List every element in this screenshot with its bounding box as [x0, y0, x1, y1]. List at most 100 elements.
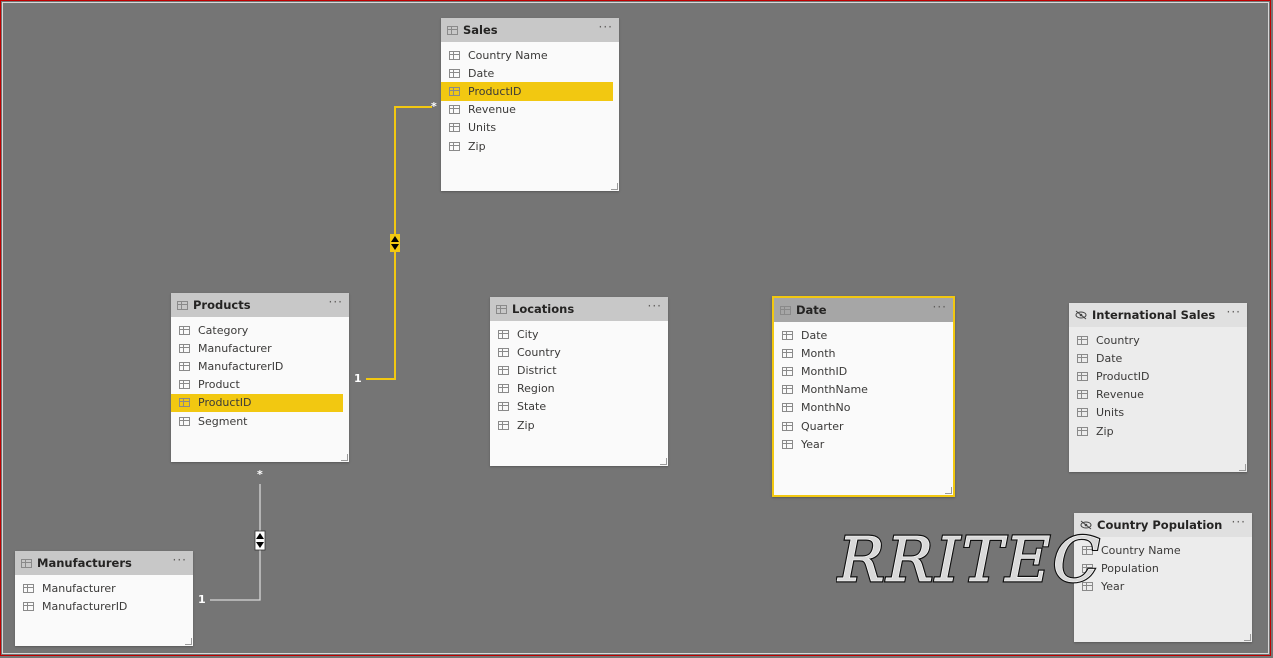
field-row[interactable]: Country: [490, 343, 668, 361]
table-card-locations[interactable]: Locations ··· City Country District Regi…: [490, 297, 668, 466]
table-grid-icon: [449, 68, 460, 78]
field-label: State: [517, 400, 547, 414]
field-row[interactable]: Country: [1069, 331, 1247, 349]
field-row[interactable]: Population: [1074, 559, 1252, 577]
field-row[interactable]: Country Name: [441, 46, 619, 64]
table-card-sales[interactable]: Sales ··· Country Name Date ProductID Re…: [441, 18, 619, 191]
field-label: Manufacturer: [42, 581, 116, 595]
field-label: Year: [1101, 579, 1125, 593]
relationship-manufacturers-products[interactable]: [210, 484, 261, 601]
field-row[interactable]: City: [490, 325, 668, 343]
field-row[interactable]: ManufacturerID: [15, 597, 193, 615]
table-grid-icon: [449, 86, 460, 96]
field-row[interactable]: Revenue: [441, 101, 619, 119]
field-row[interactable]: Zip: [1069, 422, 1247, 440]
more-options-icon[interactable]: ···: [598, 20, 613, 34]
table-header-country-population[interactable]: Country Population ···: [1074, 513, 1252, 537]
table-grid-icon: [179, 361, 190, 371]
table-header-date[interactable]: Date ···: [774, 298, 953, 322]
table-card-date[interactable]: Date ··· Date Month MonthID MonthName Mo…: [772, 296, 955, 497]
field-label: Zip: [468, 139, 486, 153]
field-row[interactable]: District: [490, 361, 668, 379]
table-title: Manufacturers: [37, 556, 132, 570]
field-label: Population: [1101, 561, 1159, 575]
resize-handle[interactable]: [185, 638, 192, 645]
field-row[interactable]: Manufacturer: [171, 339, 349, 357]
field-row[interactable]: Year: [1074, 577, 1252, 595]
field-row[interactable]: ProductID: [1069, 367, 1247, 385]
table-title: Date: [796, 303, 827, 317]
field-row[interactable]: Zip: [490, 416, 668, 434]
table-header-international-sales[interactable]: International Sales ···: [1069, 303, 1247, 327]
table-card-country-population[interactable]: Country Population ··· Country Name Popu…: [1074, 513, 1252, 642]
field-row[interactable]: ManufacturerID: [171, 357, 349, 375]
field-row[interactable]: Year: [774, 435, 953, 453]
field-row[interactable]: MonthNo: [774, 399, 953, 417]
table-grid-icon: [496, 304, 507, 314]
field-row[interactable]: MonthName: [774, 381, 953, 399]
table-grid-icon: [498, 329, 509, 339]
field-label: Quarter: [801, 419, 844, 433]
resize-handle[interactable]: [660, 458, 667, 465]
field-label: Revenue: [468, 103, 516, 117]
table-title: Products: [193, 298, 251, 312]
table-grid-icon: [498, 402, 509, 412]
field-row[interactable]: Date: [1069, 349, 1247, 367]
table-grid-icon: [447, 25, 458, 35]
field-label: ProductID: [198, 396, 252, 410]
field-row[interactable]: Quarter: [774, 417, 953, 435]
field-row[interactable]: Date: [441, 64, 619, 82]
table-card-manufacturers[interactable]: Manufacturers ··· Manufacturer Manufactu…: [15, 551, 193, 646]
table-grid-icon: [1082, 563, 1093, 573]
table-grid-icon: [780, 305, 791, 315]
more-options-icon[interactable]: ···: [172, 553, 187, 567]
resize-handle[interactable]: [1244, 634, 1251, 641]
field-label: ManufacturerID: [42, 599, 128, 613]
resize-handle[interactable]: [1239, 464, 1246, 471]
cross-filter-icon-products-sales[interactable]: [390, 234, 400, 252]
field-label: Revenue: [1096, 388, 1144, 402]
field-row[interactable]: Product: [171, 376, 349, 394]
more-options-icon[interactable]: ···: [932, 300, 947, 314]
table-header-sales[interactable]: Sales ···: [441, 18, 619, 42]
more-options-icon[interactable]: ···: [328, 295, 343, 309]
field-row[interactable]: Month: [774, 344, 953, 362]
field-row[interactable]: Country Name: [1074, 541, 1252, 559]
table-card-products[interactable]: Products ··· Category Manufacturer Manuf…: [171, 293, 349, 462]
field-row[interactable]: State: [490, 398, 668, 416]
field-row[interactable]: Segment: [171, 412, 349, 430]
field-label: District: [517, 363, 557, 377]
table-grid-icon: [179, 416, 190, 426]
field-label: Region: [517, 382, 555, 396]
one-marker-products: 1: [354, 372, 362, 385]
field-label: ManufacturerID: [198, 359, 284, 373]
field-row[interactable]: Date: [774, 326, 953, 344]
resize-handle[interactable]: [341, 454, 348, 461]
more-options-icon[interactable]: ···: [647, 299, 662, 313]
table-grid-icon: [1077, 390, 1088, 400]
resize-handle[interactable]: [945, 487, 952, 494]
resize-handle[interactable]: [611, 183, 618, 190]
table-card-international-sales[interactable]: International Sales ··· Country Date Pro…: [1069, 303, 1247, 472]
field-row[interactable]: MonthID: [774, 362, 953, 380]
cross-filter-icon-manufacturers-products[interactable]: [254, 530, 266, 551]
field-row[interactable]: Revenue: [1069, 386, 1247, 404]
more-options-icon[interactable]: ···: [1226, 305, 1241, 319]
table-grid-icon: [1082, 545, 1093, 555]
more-options-icon[interactable]: ···: [1231, 515, 1246, 529]
field-label: Month: [801, 346, 836, 360]
table-title: International Sales: [1092, 308, 1216, 322]
field-row[interactable]: Category: [171, 321, 349, 339]
field-row[interactable]: Zip: [441, 137, 619, 155]
field-row-highlighted[interactable]: ProductID: [171, 393, 343, 412]
field-row[interactable]: Manufacturer: [15, 579, 193, 597]
table-header-locations[interactable]: Locations ···: [490, 297, 668, 321]
field-row-highlighted[interactable]: ProductID: [441, 82, 613, 101]
table-header-products[interactable]: Products ···: [171, 293, 349, 317]
table-grid-icon: [1077, 408, 1088, 418]
table-grid-icon: [21, 558, 32, 568]
table-header-manufacturers[interactable]: Manufacturers ···: [15, 551, 193, 575]
field-row[interactable]: Units: [1069, 404, 1247, 422]
field-row[interactable]: Units: [441, 119, 619, 137]
field-row[interactable]: Region: [490, 380, 668, 398]
